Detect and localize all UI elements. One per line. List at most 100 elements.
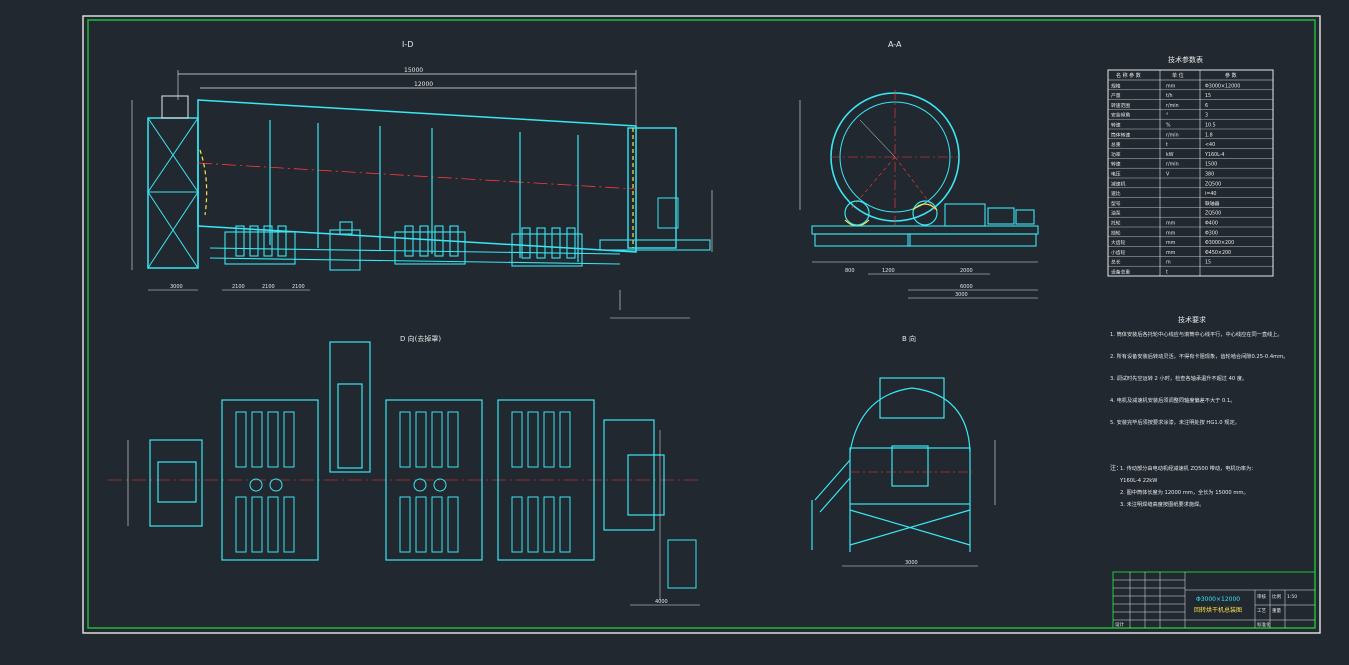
side-view: B 向 3000 bbox=[811, 334, 996, 567]
tech-row-name: 设备总重 bbox=[1111, 269, 1130, 276]
note-item: 3. 调试时先空运转 2 小时，检查各轴承温升不超过 40 度。 bbox=[1110, 374, 1247, 382]
drawing-border bbox=[87, 19, 1316, 629]
tech-row-name: 转速 bbox=[1111, 161, 1121, 168]
tech-row-name: 速比 bbox=[1111, 190, 1121, 197]
tech-row-value: Φ400 bbox=[1205, 221, 1218, 227]
tb-label-1: 审核 bbox=[1257, 593, 1266, 600]
tech-row-unit: m bbox=[1166, 261, 1171, 266]
tech-row-value: Φ3000×12000 bbox=[1205, 83, 1240, 89]
note-item: 5. 安装完毕后须按要求涂漆，未注明处按 HG1.0 规定。 bbox=[1110, 418, 1240, 426]
tech-row-name: 型号 bbox=[1111, 200, 1121, 207]
tech-row-name: 产量 bbox=[1111, 92, 1121, 99]
dim-section-0: 3000 bbox=[955, 292, 968, 298]
section-view-label: A-A bbox=[888, 40, 902, 49]
tech-row-value: Φ300 bbox=[1205, 230, 1218, 236]
tech-row-value: <40 bbox=[1205, 142, 1215, 148]
tech-row-value: 10.5 bbox=[1205, 123, 1216, 129]
notes2-title: 注： bbox=[1110, 464, 1122, 472]
tech-row-unit: t bbox=[1166, 270, 1168, 276]
tech-row-value: 15 bbox=[1205, 260, 1211, 266]
tech-row-unit: r/min bbox=[1166, 162, 1179, 168]
note-item: 4. 电机及减速机安装后须调整同轴度偏差不大于 0.1。 bbox=[1110, 396, 1235, 404]
tech-row-name: 规格 bbox=[1111, 82, 1121, 89]
tech-row-unit: t bbox=[1166, 142, 1168, 148]
tech-row-unit: ° bbox=[1166, 113, 1168, 119]
tb-label-2: 工艺 bbox=[1257, 608, 1266, 614]
tech-row-value: 15 bbox=[1205, 93, 1211, 99]
side-view-label: B 向 bbox=[902, 334, 916, 343]
tech-row-value: ZQ500 bbox=[1205, 211, 1221, 217]
front-view-label: I-D bbox=[402, 40, 413, 49]
tech-row-value: ZQ500 bbox=[1205, 181, 1221, 187]
tech-row-value: 380 bbox=[1205, 172, 1214, 178]
section-view: A-A 3000 800 1200 2000 6000 bbox=[799, 40, 1039, 299]
dim-front-bottom-1: 2100 bbox=[232, 284, 245, 290]
note2-item: 2. 图中筒体长度为 12000 mm，全长为 15000 mm。 bbox=[1120, 488, 1249, 496]
title-block-model: Φ3000×12000 bbox=[1196, 596, 1240, 603]
tech-row-name: 总长 bbox=[1111, 259, 1121, 266]
tech-row-unit: mm bbox=[1166, 231, 1176, 236]
tech-row-name: 托轮 bbox=[1111, 220, 1121, 227]
tech-row-name: 挡轮 bbox=[1111, 229, 1121, 236]
tech-row-unit: mm bbox=[1166, 241, 1176, 246]
tech-row-name: 总重 bbox=[1111, 141, 1121, 148]
tech-row-unit: mm bbox=[1166, 84, 1176, 89]
dim-section-1: 800 bbox=[845, 268, 855, 274]
tech-table-title: 技术参数表 bbox=[1168, 55, 1203, 64]
tech-row-name: 安装倾角 bbox=[1111, 112, 1130, 119]
dim-section-3: 2000 bbox=[960, 268, 973, 274]
dim-front-bottom-2: 2100 bbox=[262, 284, 275, 290]
front-view: I-D 15000 12000 bbox=[131, 40, 713, 319]
tech-row-unit: V bbox=[1166, 172, 1170, 178]
dim-section-4: 6000 bbox=[960, 284, 973, 290]
note2-item: 1. 传动部分由电动机经减速机 ZQ500 带动，电机功率为： bbox=[1120, 464, 1256, 472]
notes-items: 1. 筒体安装后各托轮中心线应与滚筒中心线平行，中心线应在同一直线上。 2. 所有… bbox=[1110, 330, 1288, 426]
tb-label-4: 比例 bbox=[1272, 593, 1281, 600]
tb-label-5: 1:50 bbox=[1287, 594, 1297, 600]
dim-side-bottom: 3000 bbox=[905, 560, 918, 566]
tech-row-value: Y160L-4 bbox=[1204, 152, 1224, 158]
tb-label-0: 设计 bbox=[1115, 621, 1124, 628]
tech-row-unit: t/h bbox=[1166, 93, 1173, 99]
tech-row-value: Φ450×200 bbox=[1205, 250, 1231, 256]
tech-row-name: 油泵 bbox=[1111, 210, 1121, 217]
tech-col-1: 单 位 bbox=[1172, 72, 1184, 79]
note-item: 2. 所有设备安装后转动灵活，不得有卡阻现象，齿轮啮合间隙0.25-0.4mm。 bbox=[1110, 352, 1288, 360]
tech-col-0: 名 称 参 数 bbox=[1116, 72, 1141, 79]
tech-row-value: i=40 bbox=[1205, 191, 1216, 197]
note2-item: 3. 未注明焊缝高度按图纸要求施焊。 bbox=[1120, 500, 1204, 508]
dim-drum-length: 12000 bbox=[414, 81, 433, 88]
dim-section-2: 1200 bbox=[882, 268, 895, 274]
dim-front-bottom-0: 3000 bbox=[170, 284, 183, 290]
tech-row-unit: mm bbox=[1166, 222, 1176, 227]
dim-overall-top: 15000 bbox=[404, 67, 423, 74]
tech-row-name: 小齿轮 bbox=[1111, 249, 1126, 256]
note2-item: Y160L-4 22kW bbox=[1119, 478, 1157, 484]
tech-rows: 规格 mm Φ3000×12000 产量 t/h 15 转速范围 r/min 6 安装倾角 ° 3 转速… bbox=[1108, 82, 1273, 277]
tech-row-value: 3 bbox=[1205, 113, 1208, 119]
outer-frame bbox=[82, 15, 1321, 634]
plan-view-label: D 向(去掉罩) bbox=[400, 334, 441, 343]
tech-row-unit: % bbox=[1166, 123, 1171, 129]
tech-row-value: 1500 bbox=[1205, 162, 1217, 168]
tech-row-unit: r/min bbox=[1166, 132, 1179, 138]
tech-row-name: 转速范围 bbox=[1111, 102, 1130, 109]
tech-row-value: Φ3000×200 bbox=[1205, 240, 1234, 246]
tech-row-name: 转速 bbox=[1111, 122, 1121, 129]
tech-parameter-table: 技术参数表 名 称 参 数 单 位 参 数 规格 mm Φ3000×12000 产量 t… bbox=[1107, 55, 1274, 277]
tech-row-value: 1.8 bbox=[1205, 132, 1213, 138]
tech-row-value: 6 bbox=[1205, 103, 1208, 109]
notes2-items: 1. 传动部分由电动机经减速机 ZQ500 带动，电机功率为： Y160L-4 … bbox=[1119, 464, 1256, 508]
tech-row-name: 电压 bbox=[1111, 171, 1121, 178]
tech-row-unit: kW bbox=[1166, 152, 1174, 158]
tech-row-name: 减速机 bbox=[1111, 180, 1126, 187]
tech-row-value: 联轴器 bbox=[1205, 200, 1220, 207]
dim-front-bottom-3: 2100 bbox=[292, 284, 305, 290]
notes-title: 技术要求 bbox=[1178, 315, 1206, 324]
note-item: 1. 筒体安装后各托轮中心线应与滚筒中心线平行，中心线应在同一直线上。 bbox=[1110, 330, 1283, 338]
tech-row-name: 筒体转速 bbox=[1111, 131, 1130, 138]
tech-row-name: 大齿轮 bbox=[1111, 239, 1126, 246]
dim-plan-bottom: 4000 bbox=[655, 599, 668, 605]
tech-col-2: 参 数 bbox=[1225, 72, 1237, 79]
